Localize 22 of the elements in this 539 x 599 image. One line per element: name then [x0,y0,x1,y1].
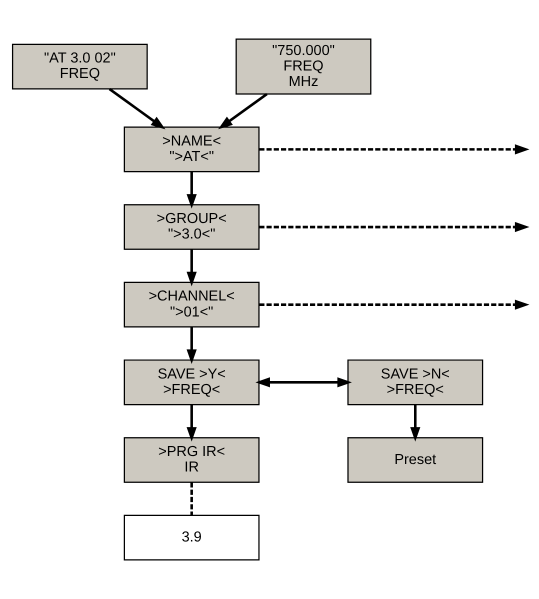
arrow [259,222,530,232]
arrow [259,300,530,310]
node-box: "750.000" FREQ MHz [236,38,372,95]
arrow [410,404,420,442]
node-box: >PRG IR< IR [124,437,260,483]
node-box: SAVE >Y< >FREQ< [124,359,260,406]
node-box: >CHANNEL< ">01<" [124,282,260,328]
arrow [255,377,352,388]
node-box: "AT 3.0 02" FREQ [12,44,148,90]
node-box: >GROUP< ">3.0<" [124,204,260,250]
node-box: >NAME< ">AT<" [124,126,260,172]
arrow [108,88,166,130]
arrow [186,404,197,442]
arrow [218,93,268,130]
arrow [259,144,530,154]
connector [190,482,193,516]
node-box: SAVE >N< >FREQ< [347,359,484,406]
arrow [186,327,197,364]
arrow [186,250,197,286]
node-box: 3.9 [124,514,260,560]
arrow [186,172,197,209]
node-box: Preset [347,437,484,483]
